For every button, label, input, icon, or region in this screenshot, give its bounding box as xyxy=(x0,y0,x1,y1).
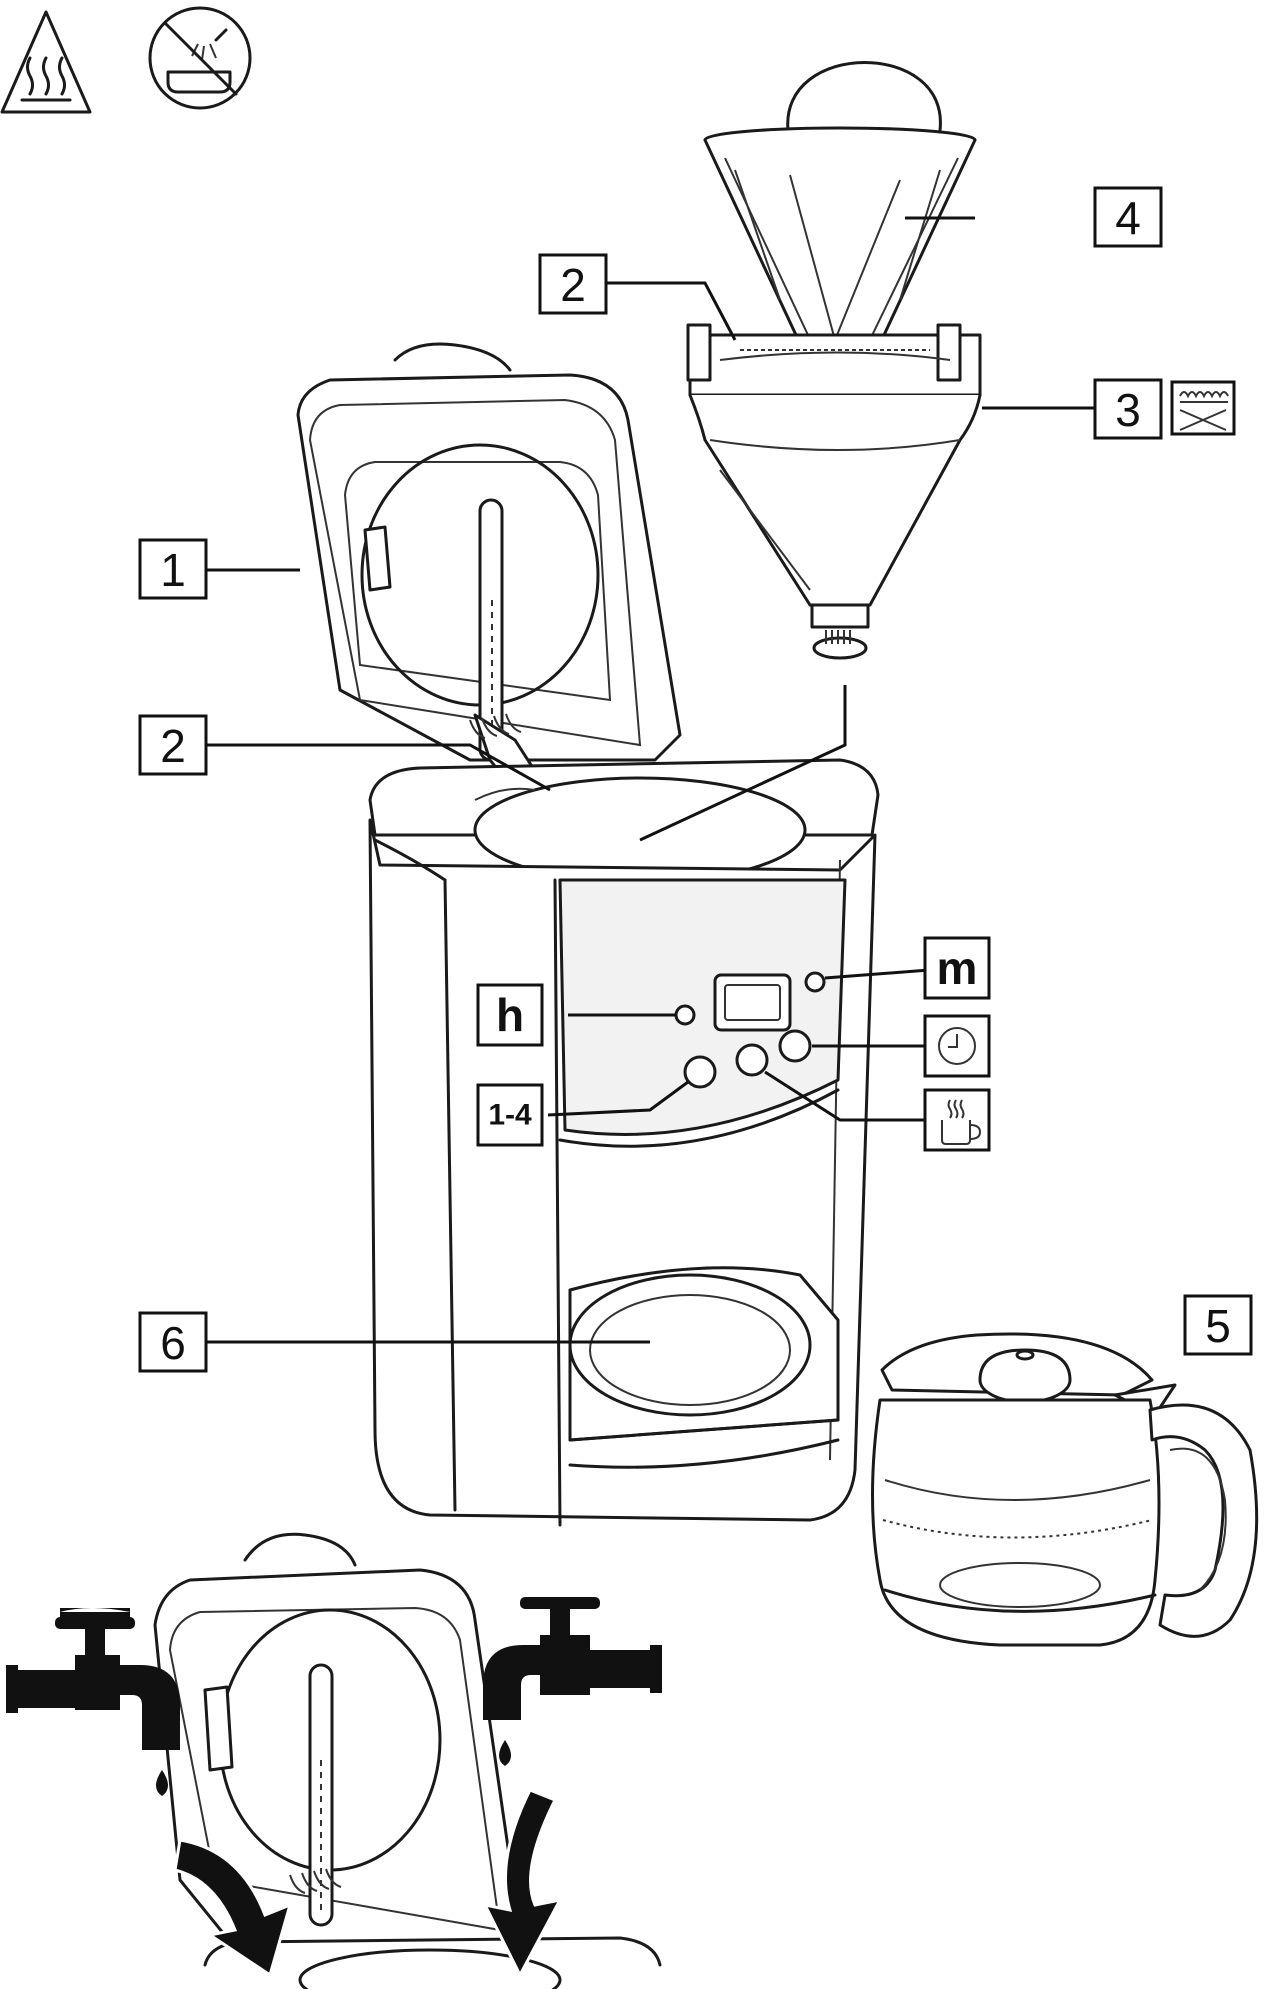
dishwasher-safe-icon xyxy=(1170,380,1236,436)
water-tap-icon xyxy=(483,1597,662,1766)
svg-text:5: 5 xyxy=(1205,1300,1231,1352)
water-tap-icon xyxy=(6,1594,180,1796)
clock-timer-icon xyxy=(923,1014,991,1078)
svg-text:2: 2 xyxy=(560,259,586,311)
glass-carafe xyxy=(871,1332,1259,1647)
svg-text:h: h xyxy=(496,989,524,1041)
svg-text:1-4: 1-4 xyxy=(488,1099,532,1132)
filter-holder xyxy=(686,323,982,660)
label-valve-lid: 2 xyxy=(138,714,208,776)
svg-text:4: 4 xyxy=(1115,192,1141,244)
svg-text:2: 2 xyxy=(160,720,186,772)
rinse-illustration xyxy=(6,1532,662,1989)
label-filter-basket: 4 xyxy=(1093,186,1163,248)
svg-text:m: m xyxy=(937,942,978,994)
label-hour-button: h xyxy=(476,983,544,1047)
label-minute-button: m xyxy=(923,936,991,1000)
label-lid: 1 xyxy=(138,538,208,600)
hot-surface-warning-icon xyxy=(0,10,92,114)
label-hotplate: 6 xyxy=(138,1311,208,1373)
label-carafe: 5 xyxy=(1183,1294,1253,1356)
svg-text:1: 1 xyxy=(160,544,186,596)
label-filter-holder: 3 xyxy=(1093,378,1163,440)
keep-warm-cup-icon xyxy=(923,1088,991,1152)
filter-basket xyxy=(703,61,977,367)
no-water-immersion-icon xyxy=(148,6,252,110)
svg-text:3: 3 xyxy=(1115,384,1141,436)
label-valve-filter: 2 xyxy=(538,253,608,315)
svg-text:6: 6 xyxy=(160,1317,186,1369)
label-cups-button: 1-4 xyxy=(476,1083,544,1147)
